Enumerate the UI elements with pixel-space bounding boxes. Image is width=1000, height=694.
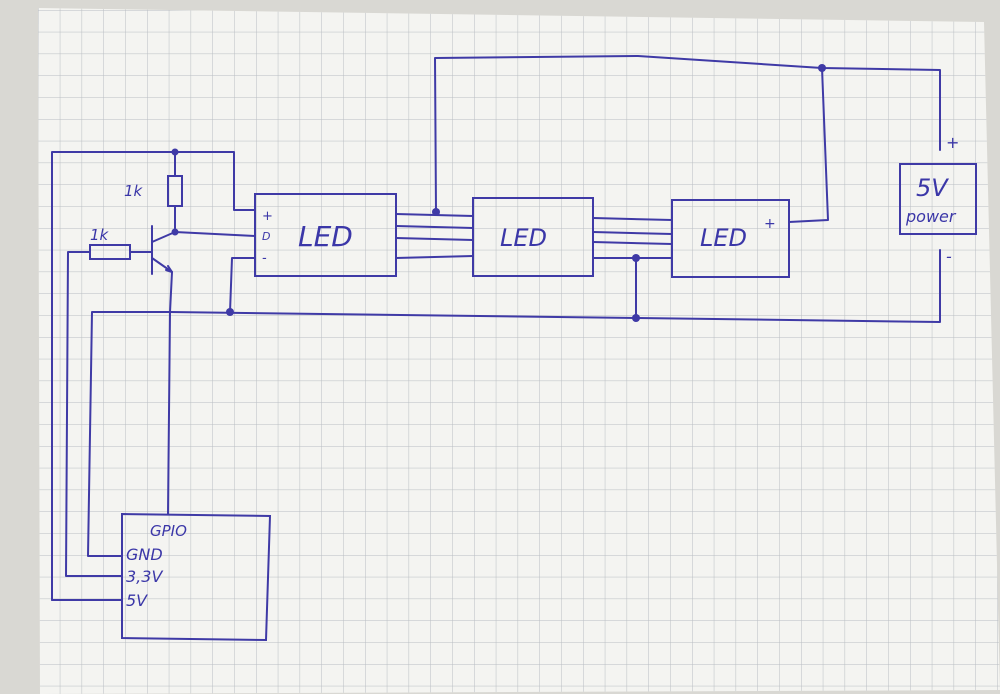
pin-data-label: D <box>262 230 270 243</box>
pin-plus-label: + <box>262 209 273 224</box>
transistor-legs <box>151 231 176 273</box>
power-subtitle: power <box>905 207 957 226</box>
pin-minus-label: - <box>262 251 267 266</box>
wire-power-plus <box>434 55 941 213</box>
junction-dot <box>632 254 640 262</box>
power-minus-label: - <box>946 247 952 266</box>
led-strip-3-label: LED <box>700 224 747 252</box>
wire-5v-feed <box>51 151 256 601</box>
led-strip-3-plus: + <box>764 216 776 232</box>
led-strip-1-label: LED <box>298 220 353 253</box>
junction-dot <box>432 208 440 216</box>
transistor-emitter-wire <box>169 271 173 313</box>
junction-dot <box>171 228 179 236</box>
led-strip-2 <box>472 197 594 277</box>
junction-dot <box>632 314 640 322</box>
led-strip-2-label: LED <box>500 224 547 252</box>
wire-led1-minus <box>229 257 256 313</box>
wire-gpio-gnd <box>87 311 171 557</box>
wire-led3-plus <box>788 67 829 223</box>
power-title: 5V <box>916 174 949 202</box>
wire-ground <box>169 249 941 323</box>
junction-dot <box>171 148 179 156</box>
wire-gpio-3v3 <box>65 251 123 577</box>
gpio-pin-3v3: 3,3V <box>126 567 163 586</box>
gpio-title: GPIO <box>150 522 187 540</box>
led-strip-3 <box>671 199 790 278</box>
power-supply-box <box>899 163 977 235</box>
grid <box>38 8 1000 694</box>
junction-dot <box>226 308 234 316</box>
resistor-left-label: 1k <box>90 226 110 244</box>
gpio-box <box>121 512 272 642</box>
gpio-pin-5v: 5V <box>126 591 148 610</box>
power-plus-label: + <box>946 133 959 152</box>
resistor-top-label: 1k <box>124 182 144 200</box>
wire-gpio-signal <box>167 311 171 515</box>
gpio-pin-gnd: GND <box>126 545 163 564</box>
junction-dot <box>818 64 826 72</box>
bus-2-3 <box>592 217 673 259</box>
